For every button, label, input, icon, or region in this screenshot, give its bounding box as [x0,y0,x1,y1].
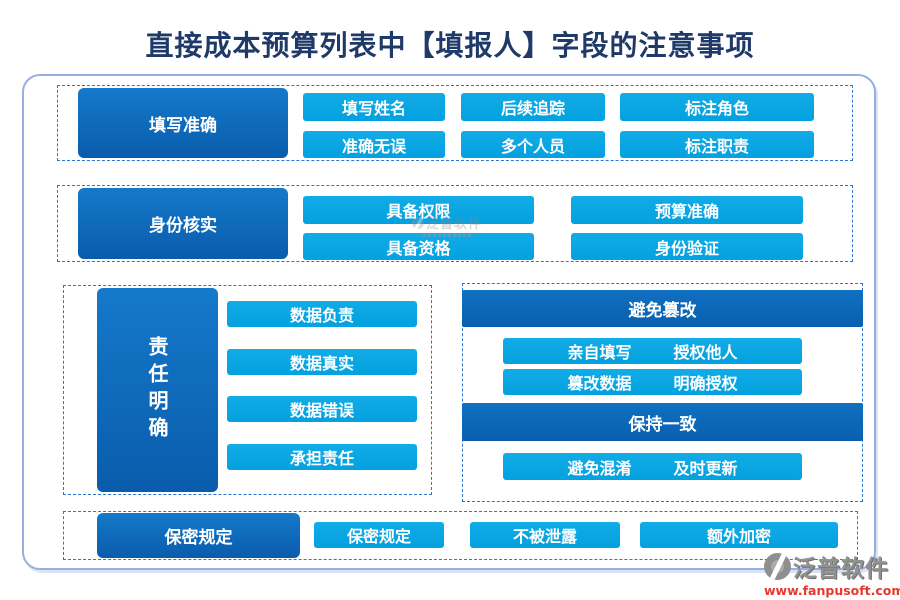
fanpu-logo-icon [764,552,791,580]
vendor-url[interactable]: www.fanpusoft.com [764,583,900,598]
section-responsibility [63,285,432,495]
node-data-error: 数据错误 [227,396,417,422]
node-data-true: 数据真实 [227,349,417,375]
header-avoid-tamper: 避免篡改 [462,290,863,327]
node-multiple-people: 多个人员 [461,131,605,158]
node-tamper-data-authorize: 篡改数据 明确授权 [503,369,802,395]
node-timely-update: 及时更新 [673,458,738,478]
node-follow-up: 后续追踪 [461,93,605,121]
node-budget-accurate: 预算准确 [571,196,803,224]
outer-frame [22,74,876,570]
node-tamper-data: 篡改数据 [567,374,632,393]
node-mark-duty: 标注职责 [620,131,814,158]
section-tamper-consistency [462,283,863,502]
node-explicit-authorization: 明确授权 [673,374,738,393]
node-avoid-confusion: 避免混淆 [567,458,632,478]
section-confidentiality [63,511,858,560]
node-confidential-rule: 保密规定 [314,522,444,548]
section-responsibility-label: 责任明确 [97,288,218,492]
node-fill-personally-authorize: 亲自填写 授权他人 [503,338,802,364]
section-confidentiality-label: 保密规定 [97,513,300,558]
responsibility-vertical-text: 责任明确 [145,336,169,444]
section-accuracy [57,85,853,161]
node-extra-encryption: 额外加密 [640,522,838,548]
vendor-name: 泛普软件 [793,556,889,582]
node-data-responsible: 数据负责 [227,301,417,327]
section-identity [57,185,853,262]
node-fill-name: 填写姓名 [303,93,445,121]
node-fill-personally: 亲自填写 [567,343,632,362]
node-qualified: 具备资格 [303,233,534,260]
section-accuracy-label: 填写准确 [78,88,288,158]
page-title: 直接成本预算列表中【填报人】字段的注意事项 [145,29,755,62]
node-avoid-confusion-update: 避免混淆 及时更新 [503,453,802,480]
node-not-leaked: 不被泄露 [470,522,620,548]
node-has-permission: 具备权限 [303,196,534,224]
node-mark-role: 标注角色 [620,93,814,121]
vendor-logo: 泛普软件 www.fanpusoft.com [764,549,900,598]
node-bear-responsibility: 承担责任 [227,444,417,470]
node-accurate: 准确无误 [303,131,445,158]
header-keep-consistent: 保持一致 [462,403,863,441]
node-identity-verify: 身份验证 [571,233,803,260]
section-identity-label: 身份核实 [78,188,288,259]
node-authorize-others: 授权他人 [673,343,738,362]
